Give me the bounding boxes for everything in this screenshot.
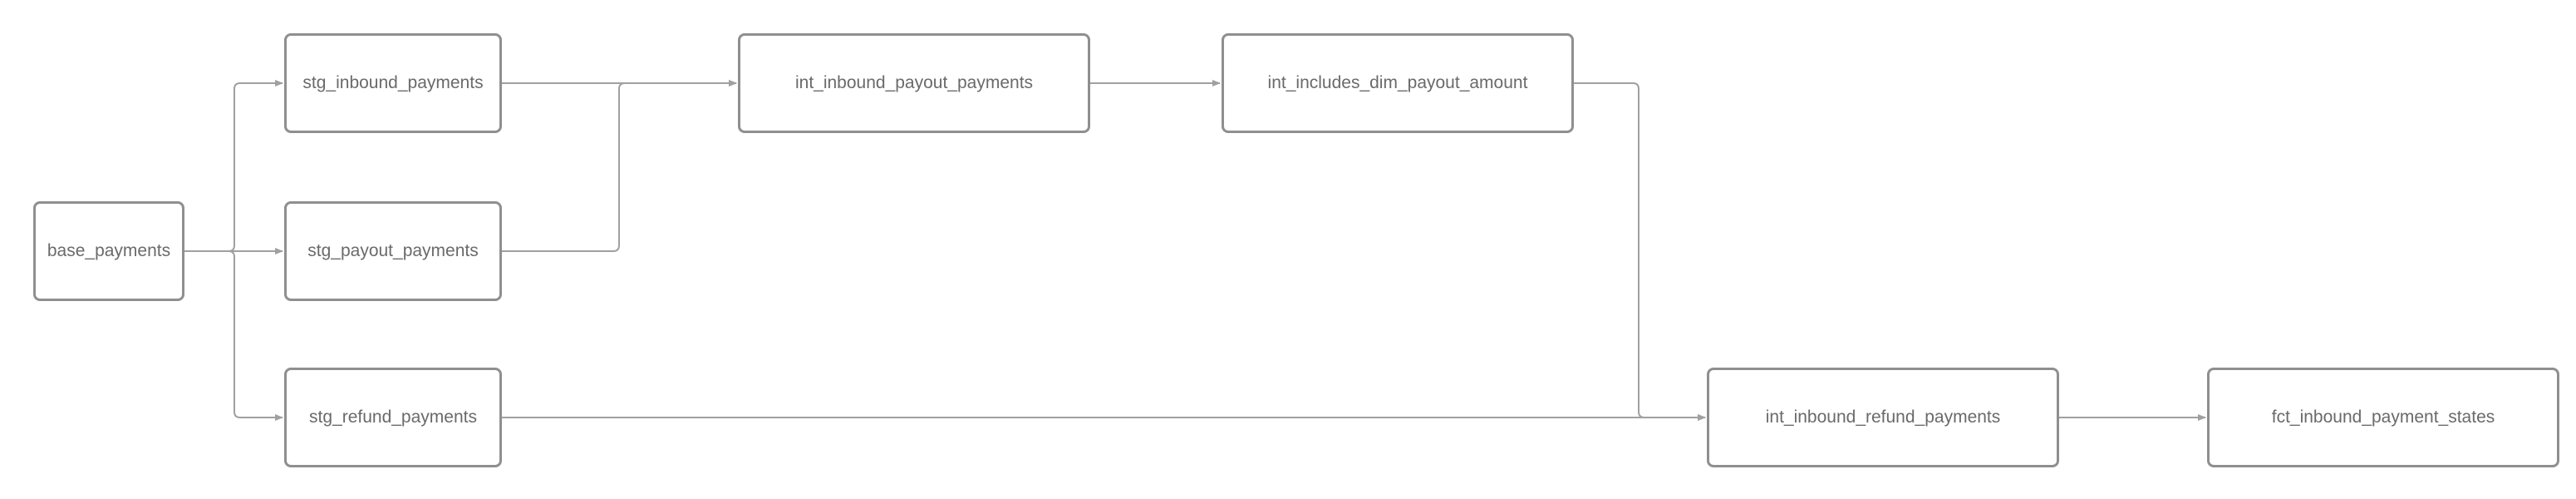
node-stg-inbound-payments: stg_inbound_payments bbox=[284, 33, 502, 133]
node-int-inbound-payout-payments: int_inbound_payout_payments bbox=[738, 33, 1090, 133]
edge-int-includes-dim-to-int-inbound-refund bbox=[1574, 82, 1706, 421]
edge-base-to-stg-inbound bbox=[184, 80, 283, 252]
node-int-inbound-refund-payments: int_inbound_refund_payments bbox=[1707, 368, 2059, 467]
edge-base-to-stg-refund bbox=[184, 250, 283, 421]
node-int-includes-dim-payout-amount: int_includes_dim_payout_amount bbox=[1222, 33, 1574, 133]
edge-stg-payout-to-int-inbound-payout bbox=[502, 80, 737, 252]
node-stg-payout-payments: stg_payout_payments bbox=[284, 201, 502, 301]
node-stg-refund-payments: stg_refund_payments bbox=[284, 368, 502, 467]
node-fct-inbound-payment-states: fct_inbound_payment_states bbox=[2207, 368, 2559, 467]
node-base-payments: base_payments bbox=[33, 201, 184, 301]
